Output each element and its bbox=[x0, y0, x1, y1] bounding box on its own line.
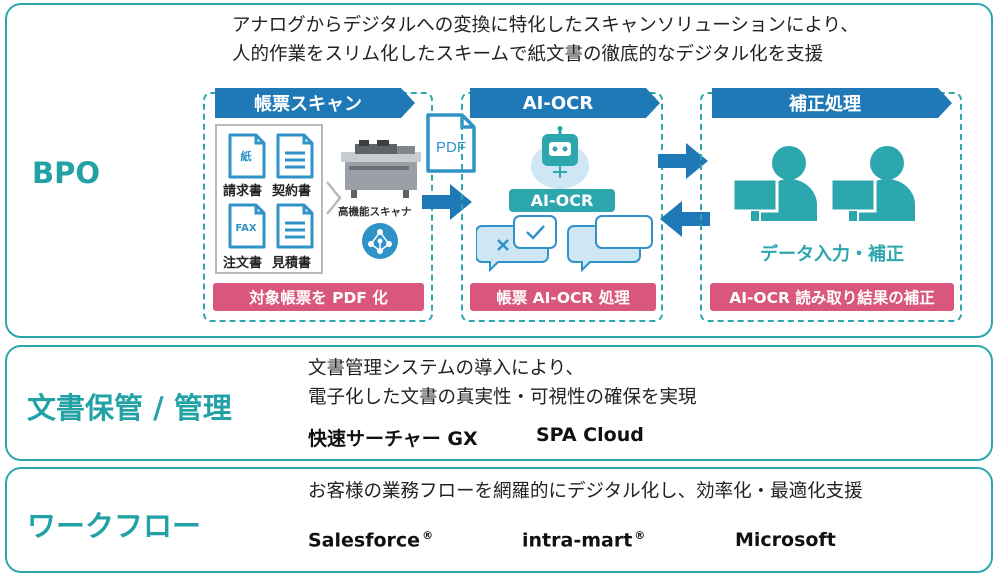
product-kaisoku-searcher: 快速サーチャー GX bbox=[308, 428, 478, 450]
product-microsoft: Microsoft bbox=[735, 529, 836, 551]
bpo-intro-line1: アナログからデジタルへの変換に特化したスキャンソリューションにより、 bbox=[232, 15, 859, 36]
network-globe-icon bbox=[362, 223, 398, 259]
invoice-document-icon: 紙 bbox=[228, 133, 266, 179]
order-label: 注文書 bbox=[223, 256, 263, 271]
workflow-label: ワークフロー bbox=[27, 509, 202, 543]
data-entry-caption: データ入力・補正 bbox=[760, 244, 904, 265]
storage-line1: 文書管理システムの導入により、 bbox=[308, 358, 584, 379]
correction-banner-shape bbox=[712, 88, 952, 118]
scan-banner-title: 帳票スキャン bbox=[254, 94, 362, 115]
svg-text:PDF: PDF bbox=[436, 139, 466, 156]
bpo-panel bbox=[5, 3, 993, 338]
svg-text:FAX: FAX bbox=[235, 223, 256, 234]
ai-robot-icon bbox=[531, 126, 589, 189]
correction-bottom-bar: AI-OCR 読み取り結果の補正 bbox=[710, 283, 954, 311]
order-fax-document-icon: FAX bbox=[228, 203, 266, 249]
ocr-banner-title: AI-OCR bbox=[522, 92, 594, 114]
arrow-right-icon bbox=[422, 184, 472, 220]
scan-banner: 帳票スキャン bbox=[215, 88, 415, 118]
chevron-right-icon bbox=[326, 181, 342, 215]
ai-ocr-badge: AI-OCR bbox=[509, 189, 615, 212]
product-salesforce: Salesforce® bbox=[308, 529, 434, 552]
arrow-left-icon bbox=[660, 201, 710, 237]
correction-banner: 補正処理 bbox=[712, 88, 952, 118]
operator-at-computer-icon bbox=[831, 146, 915, 221]
storage-line2: 電子化した文書の真実性・可視性の確保を実現 bbox=[308, 387, 697, 408]
contract-label: 契約書 bbox=[272, 184, 312, 199]
bpo-intro-line2: 人的作業をスリム化したスキームで紙文書の徹底的なデジタル化を支援 bbox=[232, 44, 824, 65]
estimate-label: 見積書 bbox=[272, 256, 312, 271]
product-intra-mart: intra-mart® bbox=[522, 529, 646, 552]
workflow-panel bbox=[5, 467, 993, 573]
scan-banner-shape bbox=[215, 88, 415, 118]
document-group bbox=[215, 124, 323, 274]
estimate-document-icon bbox=[276, 203, 314, 249]
svg-text:紙: 紙 bbox=[241, 149, 252, 163]
product-spa-cloud: SPA Cloud bbox=[536, 424, 644, 446]
scanner-label: 高機能スキャナ bbox=[338, 206, 412, 218]
invoice-label: 請求書 bbox=[223, 184, 263, 199]
ocr-chat-bubbles bbox=[476, 215, 653, 273]
storage-label: 文書保管 / 管理 bbox=[27, 391, 232, 425]
scan-bottom-bar: 対象帳票を PDF 化 bbox=[213, 283, 424, 311]
correction-banner-title: 補正処理 bbox=[789, 94, 861, 115]
scanner-icon bbox=[341, 140, 421, 198]
workflow-line1: お客様の業務フローを網羅的にデジタル化し、効率化・最適化支援 bbox=[308, 481, 863, 502]
bpo-label: BPO bbox=[32, 156, 101, 190]
ocr-banner: AI-OCR bbox=[470, 88, 660, 118]
ocr-bottom-bar: 帳票 AI-OCR 処理 bbox=[470, 283, 656, 311]
contract-document-icon bbox=[276, 133, 314, 179]
operator-at-computer-icon bbox=[733, 146, 817, 221]
arrow-right-icon bbox=[658, 143, 708, 179]
ocr-banner-shape bbox=[470, 88, 660, 118]
storage-panel bbox=[5, 345, 993, 461]
